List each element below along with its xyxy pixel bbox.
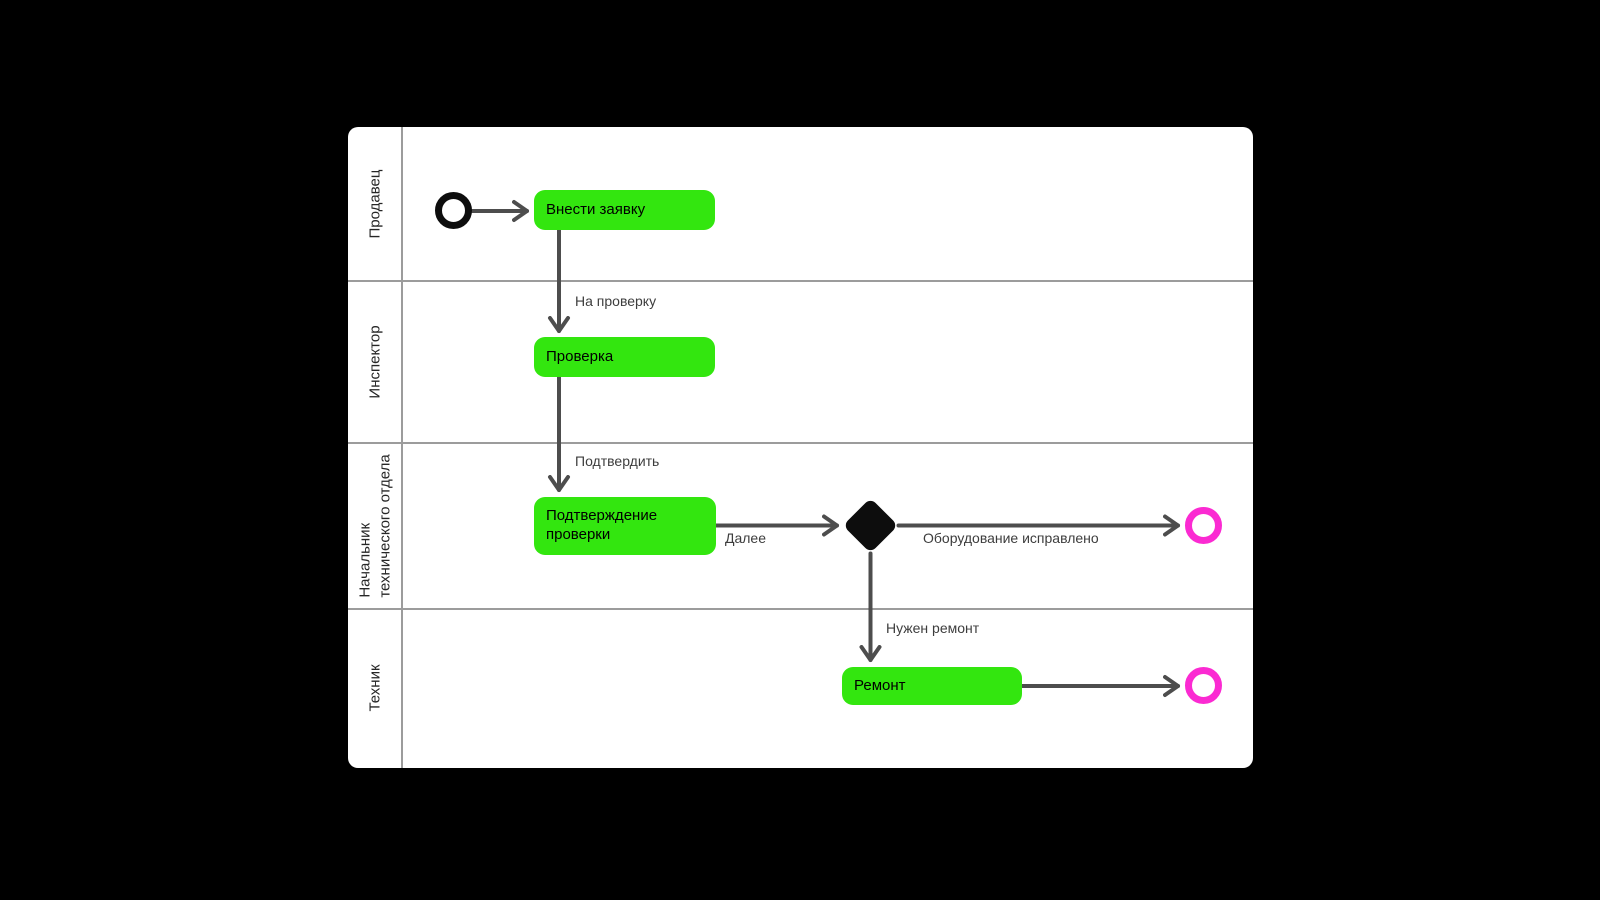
end-event-fixed[interactable] — [1185, 507, 1222, 544]
lane-divider-1 — [348, 280, 1253, 282]
lane-divider-2 — [348, 442, 1253, 444]
task-confirm-check[interactable]: Подтверждение проверки — [534, 497, 716, 555]
task-repair-label: Ремонт — [854, 676, 906, 694]
flow-label-needs-repair: Нужен ремонт — [886, 620, 980, 636]
flow-label-to-gateway: Далее — [725, 530, 767, 546]
sequence-flows — [470, 200, 1180, 697]
lane-label-separator — [401, 127, 403, 768]
task-repair[interactable]: Ремонт — [842, 667, 1022, 705]
task-submit-request-label: Внести заявку — [546, 200, 646, 218]
task-check-label: Проверка — [546, 347, 614, 365]
task-confirm-check-label: Подтверждение проверки — [546, 507, 658, 543]
flow-label-to-check: На проверку — [575, 293, 657, 309]
task-submit-request[interactable]: Внести заявку — [534, 190, 715, 230]
start-event[interactable] — [435, 192, 472, 229]
flow-label-to-confirm: Подтвердить — [575, 453, 660, 469]
diagram-canvas: Продавец Инспектор Начальник техническог… — [348, 127, 1253, 768]
lane-divider-3 — [348, 608, 1253, 610]
flow-label-equipment-fixed: Оборудование исправлено — [923, 530, 1099, 546]
end-event-repaired[interactable] — [1185, 667, 1222, 704]
task-check[interactable]: Проверка — [534, 337, 715, 377]
